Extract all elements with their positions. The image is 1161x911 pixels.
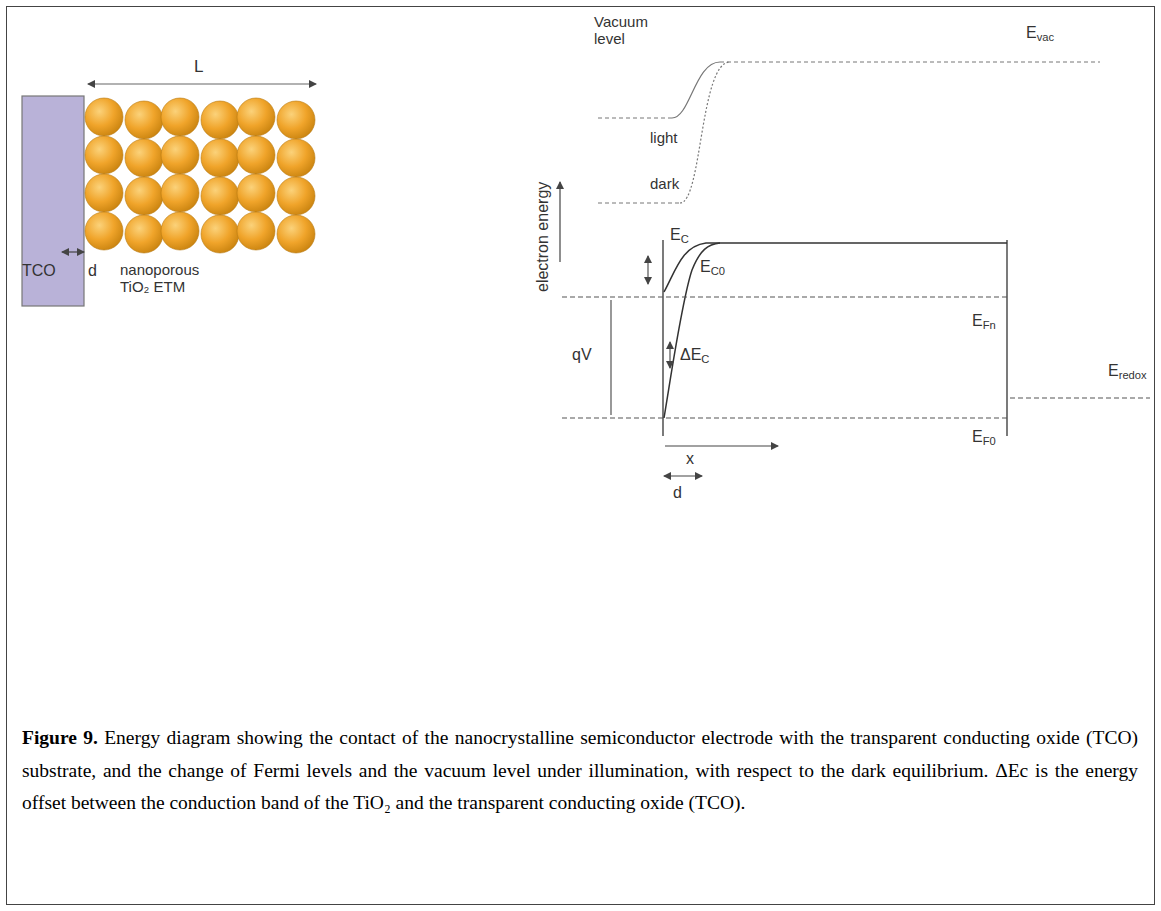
level-symbol: EC0 [700, 258, 725, 276]
energy-axis-arrow [559, 182, 560, 262]
axis-label: x [686, 450, 694, 468]
level-symbol: Evac [1026, 24, 1054, 42]
length-label: L [194, 58, 203, 77]
curve-label: light [650, 130, 678, 147]
d-label: d [88, 262, 97, 280]
level-symbol: EFn [972, 312, 996, 330]
curve-label: dark [650, 176, 679, 193]
figure-frame [7, 7, 1155, 905]
tco-label: TCO [22, 262, 56, 280]
conduction-band-light [664, 243, 1007, 292]
level-symbol: ΔEC [680, 346, 709, 364]
band-shift-arrow [647, 256, 648, 284]
figure-caption: Figure 9. Energy diagram showing the con… [22, 722, 1138, 820]
delta-ec-arrow [669, 342, 670, 368]
fermi-level-dark [562, 417, 1007, 418]
tio2-nanoparticles [85, 98, 315, 253]
vacuum-label: Vacuum level [594, 14, 664, 47]
tco-substrate [22, 96, 84, 306]
voltage-label: qV [572, 346, 592, 364]
length-arrow [88, 83, 316, 84]
vacuum-dark-curve [680, 62, 730, 203]
redox-level [1010, 397, 1150, 398]
level-symbol: Eredox [1108, 362, 1147, 380]
axis-label: electron energy [534, 182, 552, 292]
level-symbol: EF0 [972, 428, 996, 446]
material-label: nanoporous TiO₂ ETM [120, 262, 198, 295]
vacuum-level-line [720, 62, 1100, 63]
fermi-level-light [562, 296, 1007, 297]
vacuum-light-curve [672, 62, 720, 118]
x-axis-arrow [665, 445, 778, 446]
back-boundary-line [1006, 240, 1007, 436]
d-arrow [62, 251, 84, 252]
d-arrow [664, 475, 702, 476]
interface-line [662, 240, 663, 436]
level-symbol: EC [670, 226, 689, 244]
qv-line [610, 300, 611, 415]
d-label: d [673, 484, 682, 502]
